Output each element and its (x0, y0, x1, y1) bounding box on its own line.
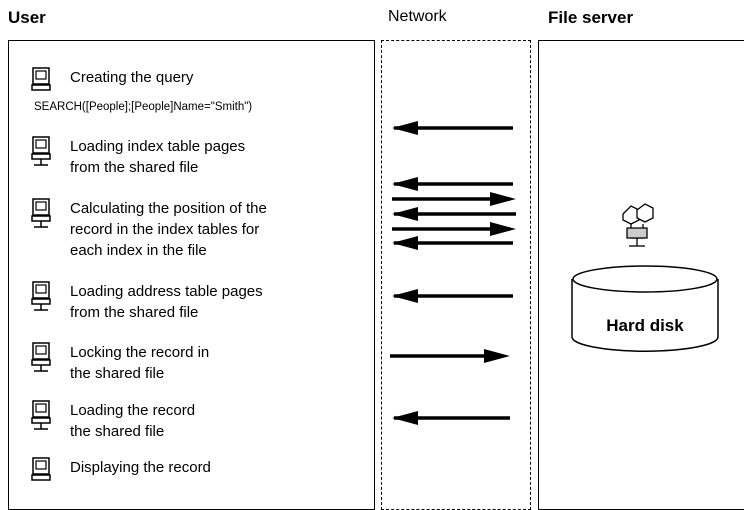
arrow-head (490, 192, 516, 206)
step-label: Loading the record the shared file (70, 402, 196, 440)
networked-computer-icon (31, 136, 51, 166)
network-column-header: Network (388, 8, 447, 25)
arrow-head (392, 121, 418, 135)
user-column-header: User (8, 8, 46, 27)
arrow-head (392, 236, 418, 250)
networked-computer-icon (31, 342, 51, 372)
arrow-head (392, 411, 418, 425)
networked-computer-icon (31, 281, 51, 311)
arrow-head (392, 289, 418, 303)
step-label: Displaying the record (70, 459, 211, 476)
hard-disk: Hard disk (570, 265, 720, 355)
step-label: Loading address table pages from the sha… (70, 283, 263, 321)
hard-disk-label: Hard disk (606, 316, 684, 335)
computer-icon (31, 457, 51, 481)
file-server-icon (622, 203, 654, 247)
arrow-head (392, 207, 418, 221)
network-arrows (390, 121, 516, 425)
networked-computer-icon (31, 198, 51, 228)
step-label: Loading index table pages from the share… (70, 138, 246, 176)
query-text: SEARCH([People];[People]Name="Smith") (34, 101, 253, 113)
arrow-head (484, 349, 510, 363)
arrow-head (392, 177, 418, 191)
step-label: Creating the query (70, 69, 194, 86)
step-label: Locking the record in the shared file (70, 344, 210, 382)
hard-disk-icon (571, 265, 719, 352)
arrow-head (490, 222, 516, 236)
step-label: Calculating the position of the record i… (70, 200, 267, 259)
file-server-column-header: File server (548, 8, 634, 27)
networked-computer-icon (31, 400, 51, 430)
computer-icon (31, 67, 51, 91)
